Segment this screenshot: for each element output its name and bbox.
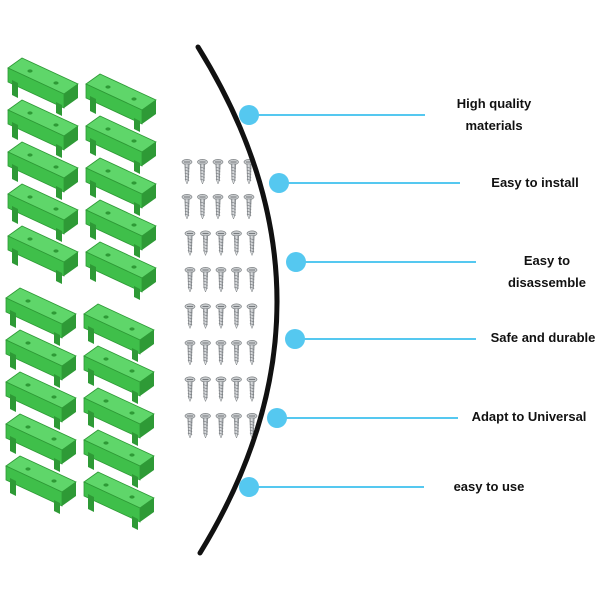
marker-dot: [269, 173, 289, 193]
screw: [212, 194, 224, 220]
din-clip: [7, 183, 79, 242]
screw: [228, 194, 239, 220]
screw: [231, 267, 242, 293]
marker-dot: [285, 329, 305, 349]
feature-label: Easy to disassemble: [477, 250, 600, 294]
screw: [246, 376, 258, 403]
din-clip: [85, 199, 157, 258]
screw: [184, 376, 196, 403]
feature-label-line: materials: [465, 118, 523, 133]
screw: [231, 340, 242, 366]
feature-marker: [286, 252, 476, 272]
screw: [184, 230, 196, 257]
screw: [200, 303, 211, 330]
screw: [231, 230, 242, 257]
screw: [197, 194, 208, 220]
feature-marker: [239, 477, 424, 497]
screw: [200, 376, 211, 403]
screw-group: [181, 159, 258, 439]
screw: [246, 340, 258, 366]
din-clip: [5, 413, 77, 472]
din-clip: [85, 241, 157, 300]
feature-arc: [195, 44, 280, 556]
marker-dot: [239, 105, 259, 125]
screw: [231, 303, 242, 330]
din-clip: [5, 455, 77, 514]
screw: [184, 413, 196, 439]
marker-dot: [286, 252, 306, 272]
screw: [215, 413, 227, 439]
screw: [212, 159, 224, 185]
screw: [215, 230, 227, 257]
din-clip: [83, 303, 155, 362]
clip-group: [5, 57, 157, 530]
screw: [231, 413, 242, 439]
screw: [246, 413, 258, 439]
din-clip: [85, 73, 157, 132]
screw: [200, 413, 211, 439]
screw: [246, 267, 258, 293]
screw: [184, 340, 196, 366]
screw: [215, 267, 227, 293]
marker-dot: [239, 477, 259, 497]
feature-label: High quality materials: [424, 93, 564, 137]
din-clip: [85, 157, 157, 216]
feature-marker: [239, 105, 425, 125]
feature-label-line: easy to use: [453, 479, 525, 494]
din-clip: [7, 99, 79, 158]
screw: [246, 303, 258, 330]
screw: [200, 340, 211, 366]
feature-markers: [239, 105, 476, 497]
screw: [246, 230, 258, 257]
screw: [215, 376, 227, 403]
feature-label-line: Safe and durable: [490, 330, 596, 345]
screw: [215, 340, 227, 366]
feature-label: Adapt to Universal: [459, 406, 599, 428]
din-clip: [83, 387, 155, 446]
din-clip: [5, 329, 77, 388]
feature-marker: [285, 329, 476, 349]
feature-marker: [267, 408, 458, 428]
feature-marker: [269, 173, 460, 193]
screw: [181, 194, 193, 220]
screw: [181, 159, 193, 185]
feature-label: Easy to install: [465, 172, 600, 194]
screw: [243, 194, 255, 220]
din-clip: [5, 287, 77, 346]
feature-label: easy to use: [419, 476, 559, 498]
screw: [228, 159, 239, 185]
screw: [184, 267, 196, 293]
screw: [200, 230, 211, 257]
marker-dot: [267, 408, 287, 428]
din-clip: [83, 345, 155, 404]
din-clip: [85, 115, 157, 174]
din-clip: [83, 471, 155, 530]
screw: [200, 267, 211, 293]
feature-label-line: Easy to install: [491, 175, 579, 190]
din-clip: [83, 429, 155, 488]
screw: [215, 303, 227, 330]
feature-label-line: Adapt to Universal: [471, 409, 587, 424]
din-clip: [7, 57, 79, 116]
screw: [197, 159, 208, 185]
screw: [184, 303, 196, 330]
feature-label: Safe and durable: [473, 327, 600, 349]
screw: [231, 376, 242, 403]
din-clip: [5, 371, 77, 430]
feature-label-line: disassemble: [507, 275, 587, 290]
din-clip: [7, 141, 79, 200]
feature-label-line: Easy to: [523, 253, 571, 268]
feature-label-line: High quality: [456, 96, 532, 111]
din-clip: [7, 225, 79, 284]
